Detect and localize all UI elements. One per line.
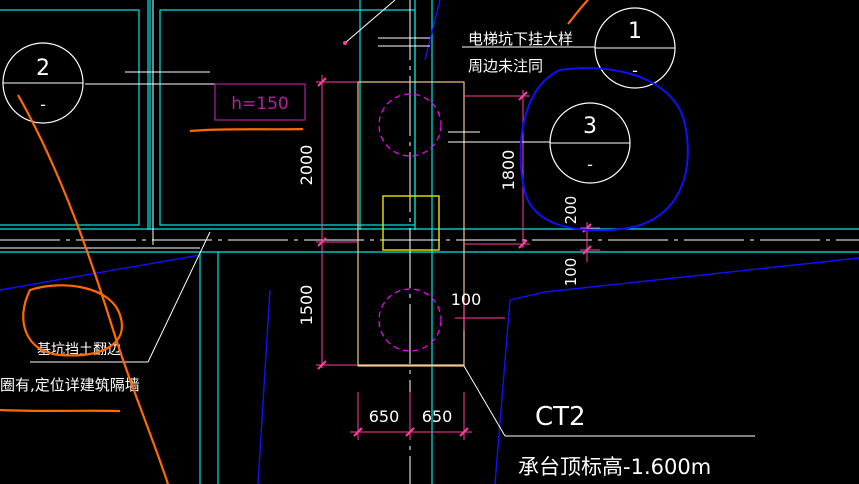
h150-box xyxy=(214,83,306,121)
wall-location-note: 圈有,定位详建筑隔墙 xyxy=(0,376,140,394)
callout-1-sheet: - xyxy=(632,61,638,80)
dim-100-vertical: 100 xyxy=(562,258,580,287)
column xyxy=(382,195,440,251)
callout-1-number: 1 xyxy=(628,19,642,44)
orange-markup xyxy=(0,0,589,484)
piles xyxy=(378,93,442,352)
center-room-outline xyxy=(159,9,416,226)
dim-1500: 1500 xyxy=(297,285,316,326)
callout-3: 3 - xyxy=(549,102,631,184)
dim-100-horizontal: 100 xyxy=(451,290,482,309)
dim-200: 200 xyxy=(562,196,580,225)
orange-tick-top xyxy=(567,0,589,25)
orange-circle-note xyxy=(22,284,123,357)
dimension-ticks xyxy=(317,77,592,437)
leader-dot xyxy=(343,41,347,45)
dim-2000: 2000 xyxy=(297,145,316,186)
orange-underline-h150 xyxy=(189,127,304,133)
callout-2-sheet: - xyxy=(40,95,46,114)
pile-cap-name: CT2 xyxy=(535,402,586,432)
pile-top xyxy=(378,93,442,157)
pile-cap-elevation: 承台顶标高-1.600m xyxy=(518,455,711,479)
callout-3-number: 3 xyxy=(583,114,597,139)
callout-3-sheet: - xyxy=(587,155,593,174)
pile-cap-ct2 xyxy=(357,81,465,367)
detail-subtitle: 周边未注同 xyxy=(468,57,543,75)
detail-title: 电梯坑下挂大样 xyxy=(468,30,573,48)
callout-2: 2 - xyxy=(2,42,84,124)
orange-curve-left xyxy=(17,94,170,484)
orange-underline-note xyxy=(0,408,121,413)
callout-1: 1 - xyxy=(594,7,676,89)
dim-650-right: 650 xyxy=(422,407,453,426)
h150-label: h=150 xyxy=(231,94,288,114)
callout-2-number: 2 xyxy=(36,56,50,81)
dim-1800: 1800 xyxy=(499,150,518,191)
dimension-lines xyxy=(316,75,600,440)
pile-bottom xyxy=(378,288,442,352)
revision-cloud-blue xyxy=(519,67,689,232)
left-room-outline xyxy=(0,9,140,226)
dim-650-left: 650 xyxy=(369,407,400,426)
